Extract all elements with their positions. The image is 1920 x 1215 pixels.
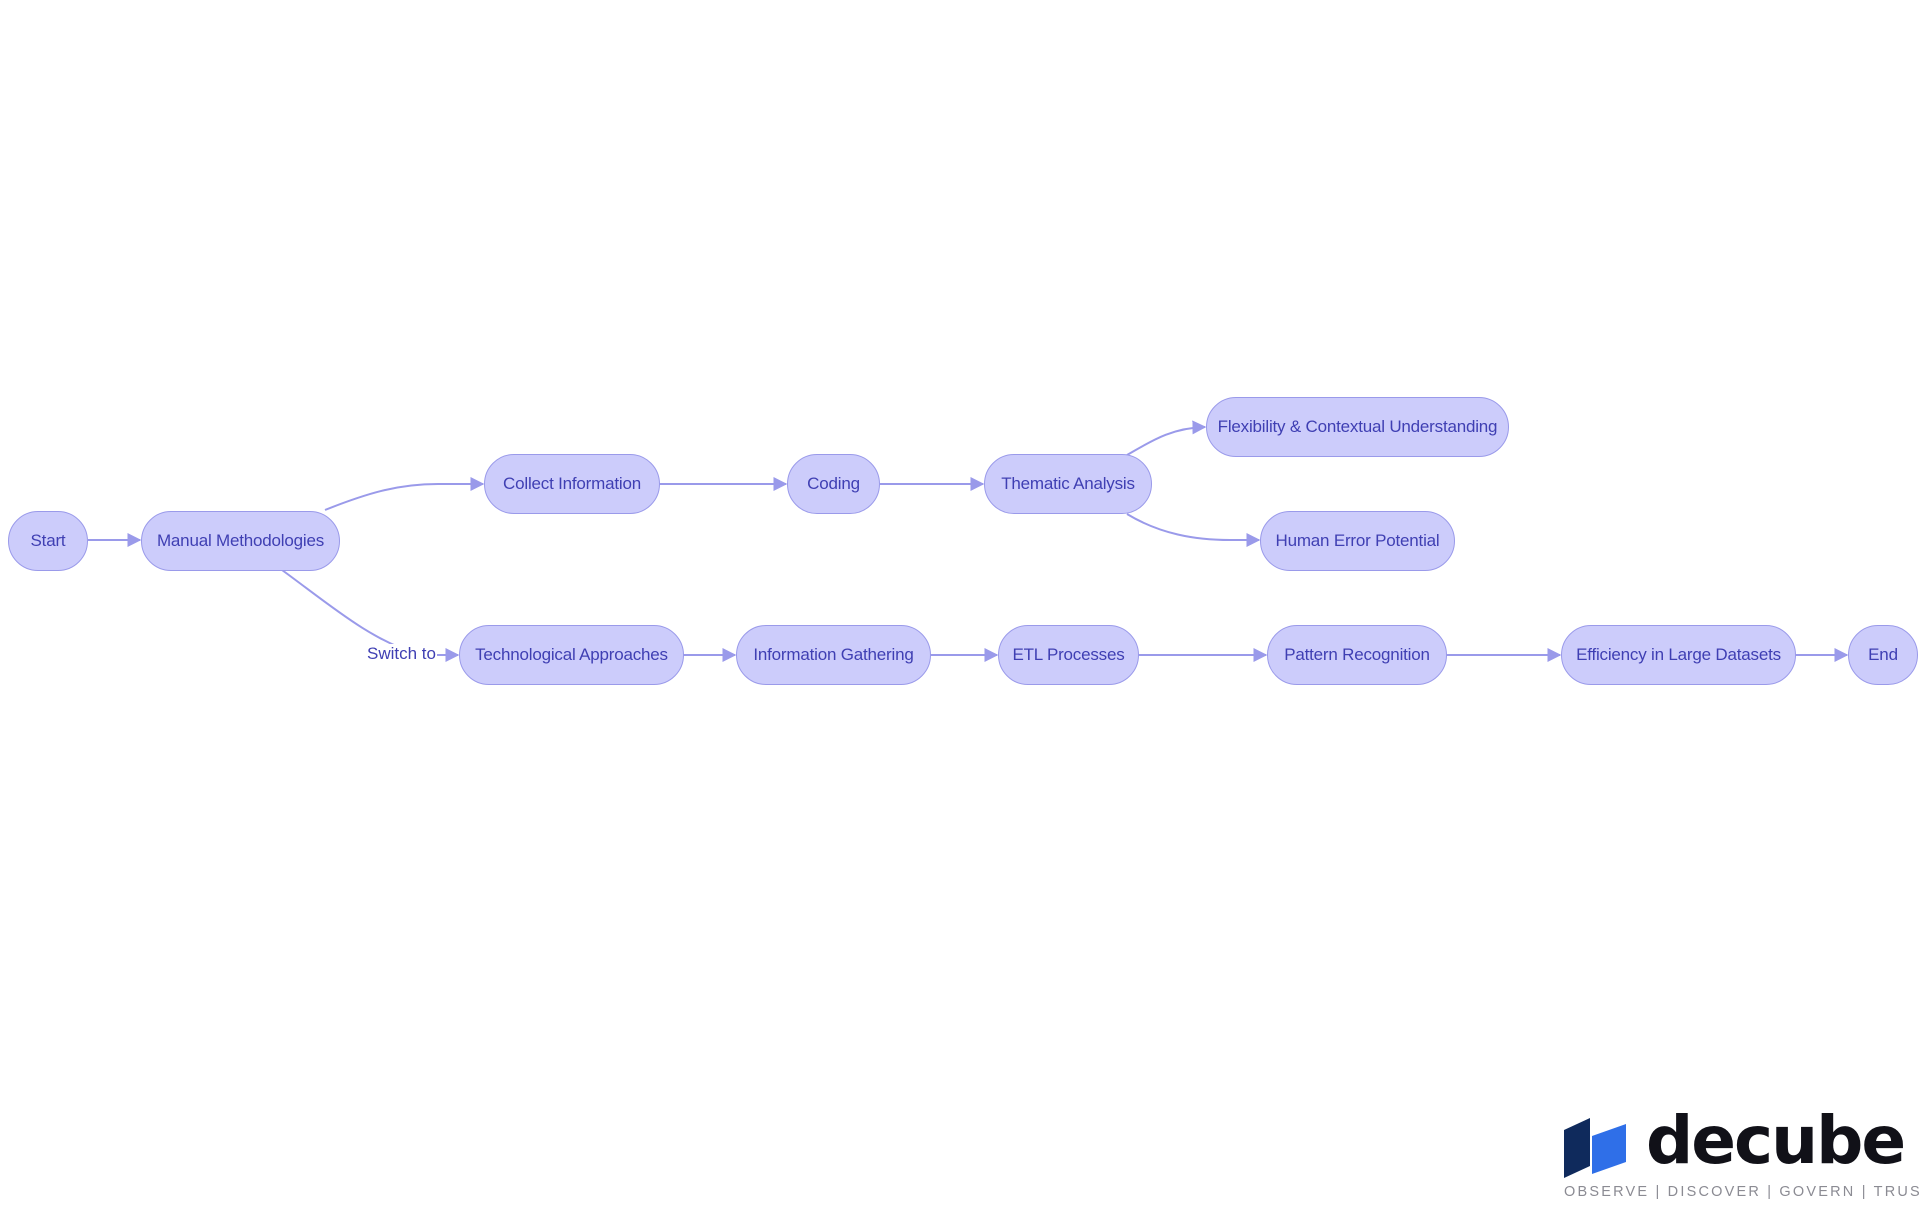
node-efficiency-large-datasets: Efficiency in Large Datasets	[1561, 625, 1796, 685]
node-coding: Coding	[787, 454, 880, 514]
node-manual-methodologies: Manual Methodologies	[141, 511, 340, 571]
decube-tagline: OBSERVE | DISCOVER | GOVERN | TRUST	[1564, 1184, 1920, 1200]
edge-thematic-human-error	[1126, 513, 1261, 547]
node-thematic-analysis: Thematic Analysis	[984, 454, 1152, 514]
edge-manual-tech	[281, 569, 460, 662]
edge-thematic-flexibility	[1126, 420, 1207, 456]
node-human-error-potential: Human Error Potential	[1260, 511, 1455, 571]
decube-mark-icon	[1564, 1118, 1626, 1178]
node-start: Start	[8, 511, 88, 571]
decube-wordmark: decube	[1646, 1102, 1906, 1179]
edge-label-switch-to: Switch to	[366, 644, 437, 664]
node-information-gathering: Information Gathering	[736, 625, 931, 685]
decube-logo: decube OBSERVE | DISCOVER | GOVERN | TRU…	[1562, 1102, 1920, 1206]
node-technological-approaches: Technological Approaches	[459, 625, 684, 685]
node-flexibility-contextual-understanding: Flexibility & Contextual Understanding	[1206, 397, 1509, 457]
node-pattern-recognition: Pattern Recognition	[1267, 625, 1447, 685]
edge-manual-collect	[324, 477, 485, 511]
node-etl-processes: ETL Processes	[998, 625, 1139, 685]
node-end: End	[1848, 625, 1918, 685]
node-collect-information: Collect Information	[484, 454, 660, 514]
